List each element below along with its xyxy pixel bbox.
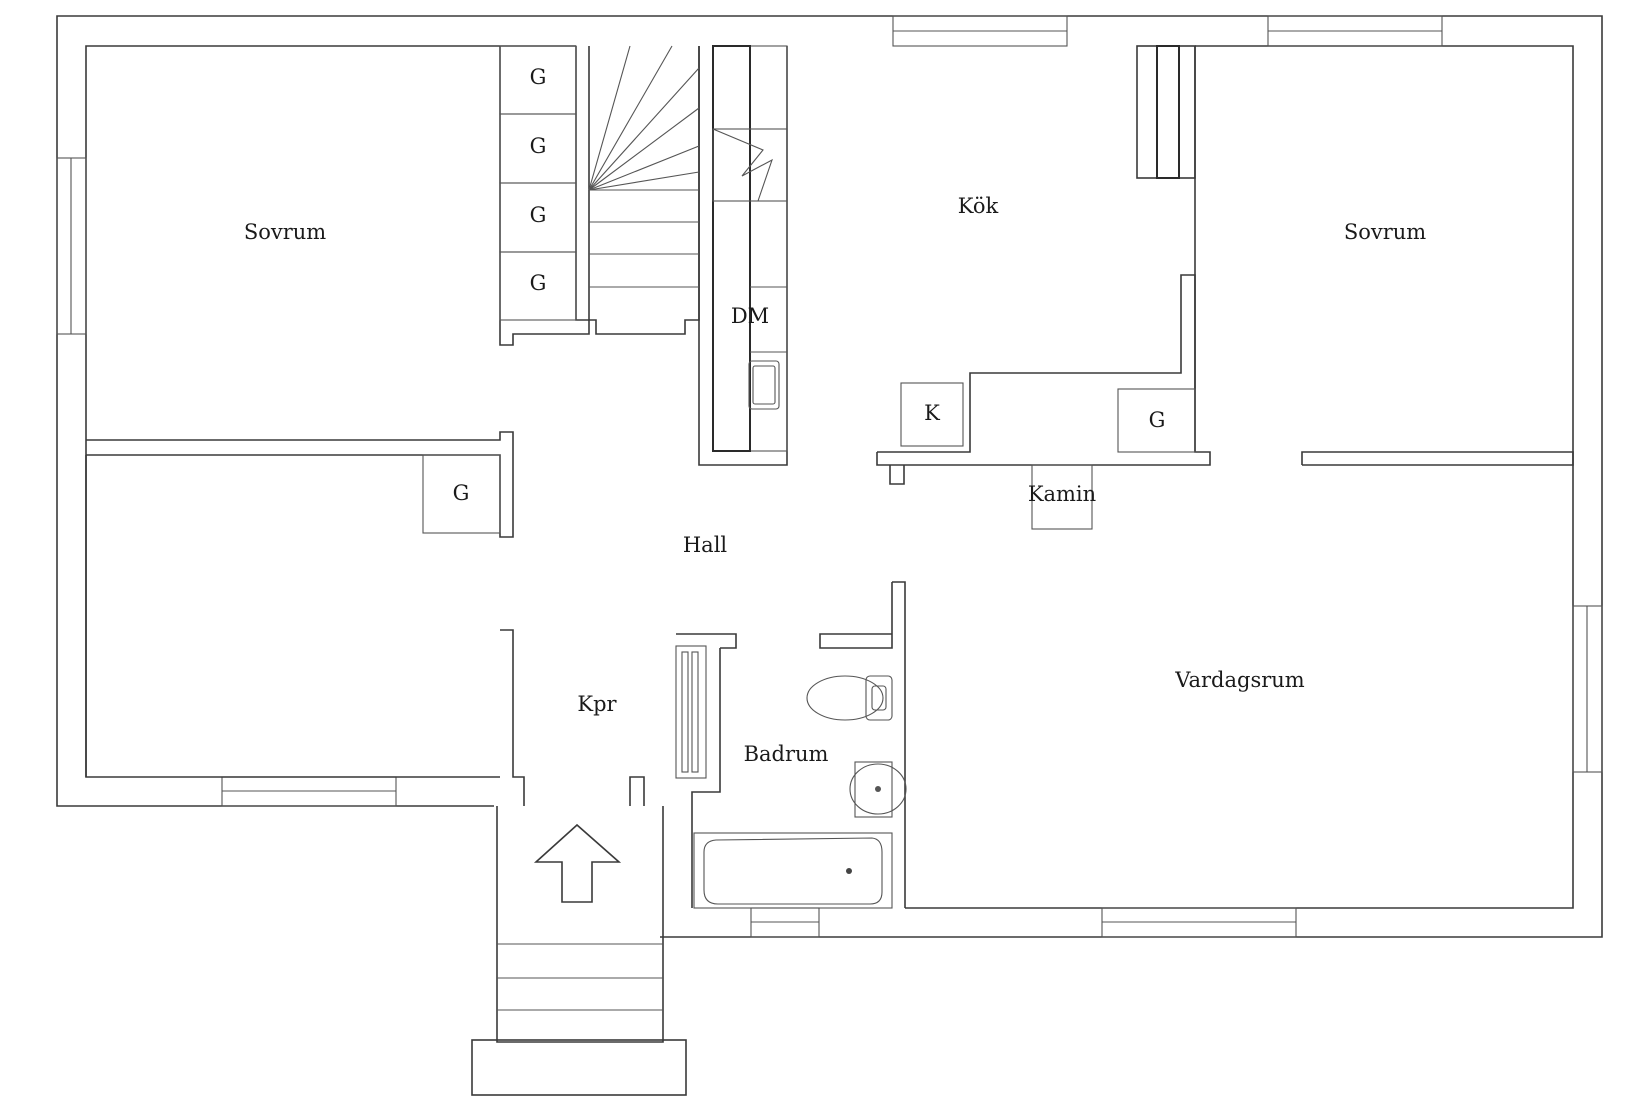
room-label-kok: Kök: [958, 194, 999, 218]
room-label-kamin: Kamin: [1028, 482, 1096, 506]
dishwasher-label: DM: [731, 304, 769, 328]
room-label-kpr: Kpr: [577, 692, 617, 716]
wardrobe-column: [499, 45, 577, 321]
kitchen-counter: [712, 45, 788, 452]
entrance: [471, 806, 687, 1096]
staircase: [588, 45, 700, 288]
sink-icon: [748, 360, 780, 410]
fireplace: [1031, 464, 1093, 530]
toilet-icon: [806, 675, 893, 721]
wardrobe-label-6: G: [1149, 408, 1166, 432]
kpr-shelving: [675, 645, 707, 779]
windows: [56, 15, 1603, 938]
wardrobe-lower-left: [422, 454, 501, 534]
fridge-label: K: [924, 401, 940, 425]
interior-walls: [85, 45, 1574, 908]
wardrobe-label-4: G: [530, 271, 547, 295]
wardrobe-label-1: G: [530, 65, 547, 89]
wardrobe-label-2: G: [530, 134, 547, 158]
room-label-sovrum-left: Sovrum: [244, 220, 326, 244]
bathtub-icon: [693, 832, 893, 909]
room-label-vardagsrum: Vardagsrum: [1174, 668, 1305, 692]
fridge: [900, 382, 964, 447]
washbasin-icon: [849, 761, 907, 818]
wardrobe-label-3: G: [530, 203, 547, 227]
wardrobe-label-5: G: [453, 481, 470, 505]
room-label-sovrum-right: Sovrum: [1344, 220, 1426, 244]
entrance-arrow-icon: [533, 823, 622, 903]
room-label-hall: Hall: [683, 533, 728, 557]
room-label-badrum: Badrum: [744, 742, 829, 766]
exterior-walls: [56, 15, 1603, 938]
wardrobe-kitchen: [1117, 388, 1196, 453]
